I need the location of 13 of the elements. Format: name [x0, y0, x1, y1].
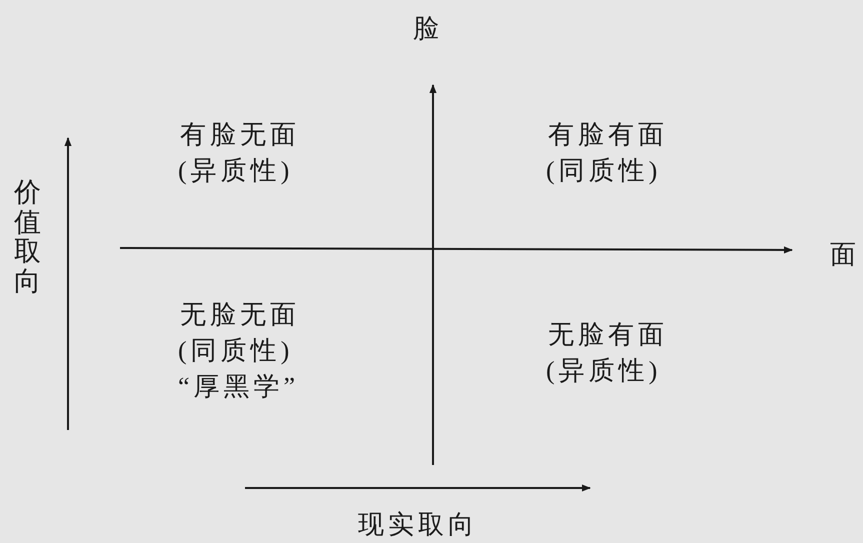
quadrant-label: “厚黑学”	[178, 371, 300, 403]
quadrant-label: 无脸有面	[548, 319, 668, 351]
axis-label: 价值取向	[14, 178, 41, 297]
quadrant-label: 有脸无面	[180, 119, 300, 151]
quadrant-label: 无脸无面	[180, 299, 300, 331]
quadrant-label: (同质性)	[546, 155, 662, 187]
axis-label: 面	[830, 239, 860, 271]
axis-label: 现实取向	[358, 509, 478, 541]
quadrant-label: 有脸有面	[548, 119, 668, 151]
quadrant-label: (异质性)	[546, 355, 662, 387]
quadrant-label: (异质性)	[178, 155, 294, 187]
quadrant-label: (同质性)	[178, 335, 294, 367]
axis-label: 脸	[413, 13, 443, 45]
